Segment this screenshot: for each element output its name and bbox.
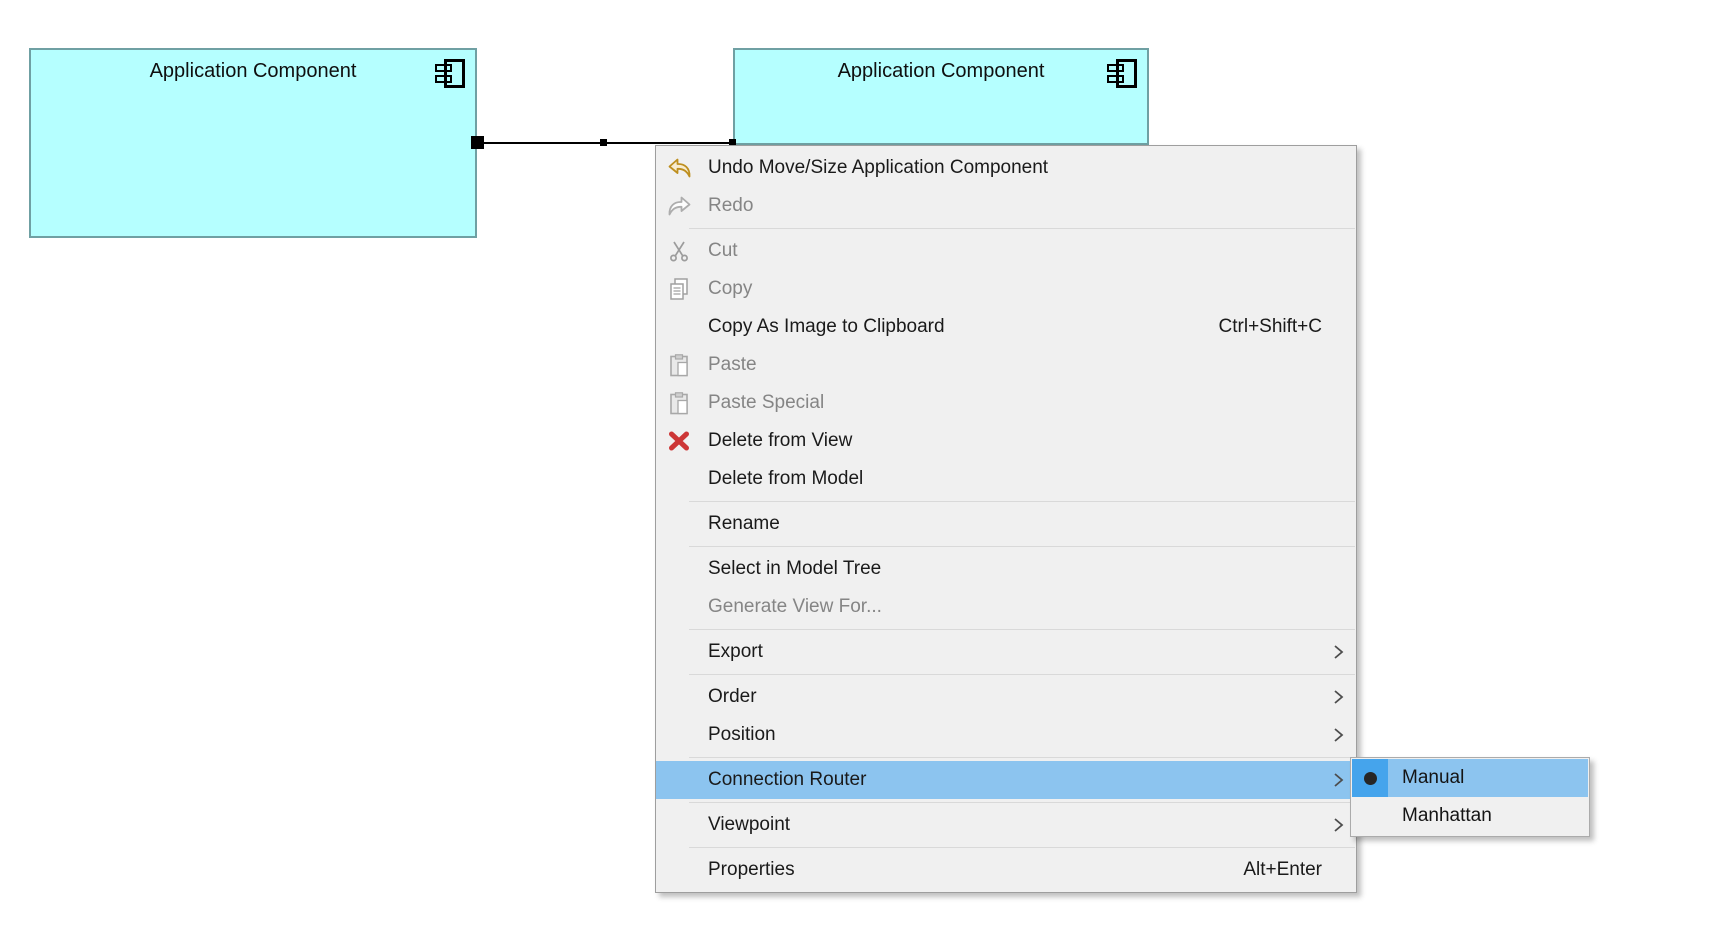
submenu-chevron-icon bbox=[1328, 644, 1348, 660]
submenu-chevron-icon bbox=[1328, 772, 1348, 788]
menu-item-label: Connection Router bbox=[708, 769, 867, 790]
menu-item-label: Copy As Image to Clipboard bbox=[708, 316, 945, 337]
menu-item-select-in-model-tree[interactable]: Select in Model Tree bbox=[656, 550, 1356, 588]
connection-source-handle[interactable] bbox=[471, 136, 484, 149]
menu-item-label: Viewpoint bbox=[708, 814, 791, 835]
menu-item-generate-view-for[interactable]: Generate View For... bbox=[656, 588, 1356, 626]
menu-item-export[interactable]: Export bbox=[656, 633, 1356, 671]
menu-item-label: Paste bbox=[708, 354, 757, 375]
menu-item-label: Position bbox=[708, 724, 776, 745]
menu-item-viewpoint[interactable]: Viewpoint bbox=[656, 806, 1356, 844]
menu-item-paste-special[interactable]: Paste Special bbox=[656, 384, 1356, 422]
submenu-item-manual[interactable]: Manual bbox=[1352, 759, 1588, 797]
copy-icon bbox=[665, 277, 693, 301]
menu-item-label: Paste Special bbox=[708, 392, 825, 413]
menu-separator bbox=[689, 847, 1355, 848]
menu-item-undo[interactable]: Undo Move/Size Application Component bbox=[656, 149, 1356, 187]
menu-item-position[interactable]: Position bbox=[656, 716, 1356, 754]
application-component-1[interactable]: Application Component bbox=[29, 48, 477, 238]
paste-icon bbox=[665, 353, 693, 377]
menu-item-redo[interactable]: Redo bbox=[656, 187, 1356, 225]
menu-item-label: Copy bbox=[708, 278, 753, 299]
menu-item-label: Undo Move/Size Application Component bbox=[708, 157, 1049, 178]
menu-separator bbox=[689, 546, 1355, 547]
submenu-chevron-icon bbox=[1328, 817, 1348, 833]
menu-item-connection-router[interactable]: Connection Router bbox=[656, 761, 1356, 799]
cut-icon bbox=[665, 241, 693, 262]
undo-icon bbox=[665, 158, 693, 179]
paste-icon bbox=[665, 391, 693, 415]
submenu-chevron-icon bbox=[1328, 727, 1348, 743]
component-icon bbox=[435, 59, 465, 89]
menu-separator bbox=[689, 228, 1355, 229]
menu-item-rename[interactable]: Rename bbox=[656, 505, 1356, 543]
application-component-2[interactable]: Application Component bbox=[733, 48, 1149, 145]
connection-target-handle[interactable] bbox=[729, 139, 736, 146]
menu-item-label: Rename bbox=[708, 513, 780, 534]
menu-item-accelerator: Alt+Enter bbox=[1243, 859, 1322, 880]
menu-separator bbox=[689, 802, 1355, 803]
component-icon bbox=[1107, 59, 1137, 89]
delete-icon bbox=[665, 431, 693, 451]
radio-dot-icon bbox=[1363, 771, 1377, 785]
radio-selected-icon bbox=[1352, 759, 1388, 797]
menu-item-copy-as-image[interactable]: Copy As Image to Clipboard Ctrl+Shift+C bbox=[656, 308, 1356, 346]
menu-item-label: Delete from View bbox=[708, 430, 853, 451]
component-label: Application Component bbox=[149, 60, 357, 82]
menu-item-delete-from-view[interactable]: Delete from View bbox=[656, 422, 1356, 460]
submenu-chevron-icon bbox=[1328, 689, 1348, 705]
submenu-icon-empty bbox=[1352, 797, 1388, 835]
menu-item-label: Delete from Model bbox=[708, 468, 864, 489]
menu-separator bbox=[689, 757, 1355, 758]
menu-separator bbox=[689, 629, 1355, 630]
menu-item-order[interactable]: Order bbox=[656, 678, 1356, 716]
menu-item-label: Export bbox=[708, 641, 763, 662]
redo-icon bbox=[665, 196, 693, 217]
menu-separator bbox=[689, 501, 1355, 502]
menu-item-label: Generate View For... bbox=[708, 596, 882, 617]
submenu-item-label: Manual bbox=[1402, 767, 1465, 788]
connection-bendpoint-handle[interactable] bbox=[600, 139, 607, 146]
submenu-item-manhattan[interactable]: Manhattan bbox=[1352, 797, 1588, 835]
menu-item-accelerator: Ctrl+Shift+C bbox=[1218, 316, 1322, 337]
menu-item-paste[interactable]: Paste bbox=[656, 346, 1356, 384]
menu-item-label: Select in Model Tree bbox=[708, 558, 882, 579]
menu-item-copy[interactable]: Copy bbox=[656, 270, 1356, 308]
menu-item-label: Redo bbox=[708, 195, 754, 216]
menu-item-properties[interactable]: Properties Alt+Enter bbox=[656, 851, 1356, 889]
menu-item-label: Properties bbox=[708, 859, 795, 880]
menu-item-delete-from-model[interactable]: Delete from Model bbox=[656, 460, 1356, 498]
component-label: Application Component bbox=[837, 60, 1045, 82]
menu-item-label: Order bbox=[708, 686, 757, 707]
submenu-item-label: Manhattan bbox=[1402, 805, 1492, 826]
menu-item-label: Cut bbox=[708, 240, 738, 261]
menu-item-cut[interactable]: Cut bbox=[656, 232, 1356, 270]
menu-separator bbox=[689, 674, 1355, 675]
